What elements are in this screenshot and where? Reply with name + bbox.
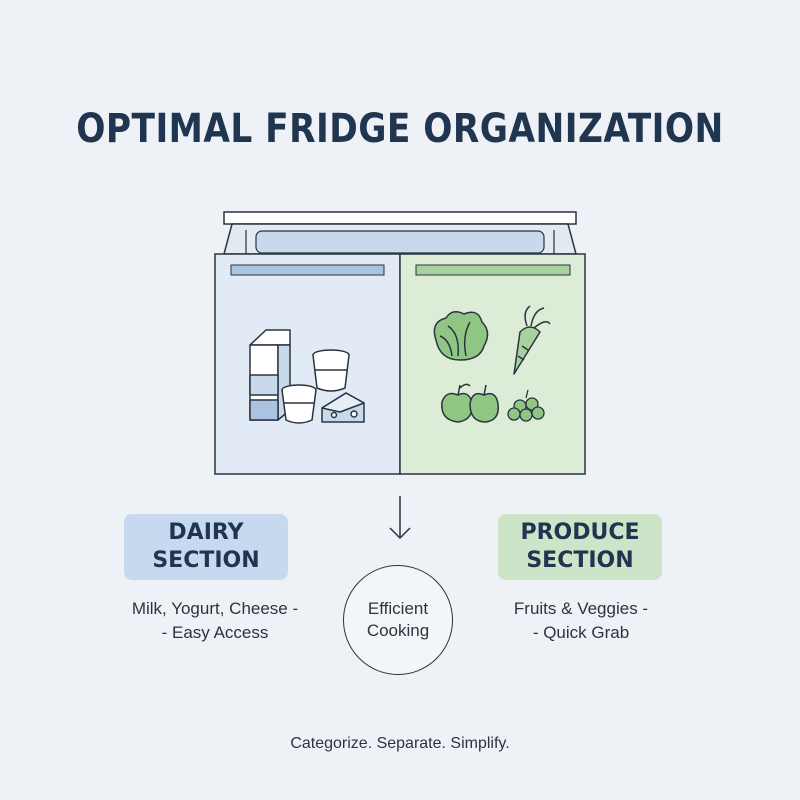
cheese-wedge-icon	[321, 392, 365, 423]
dairy-description: Milk, Yogurt, Cheese - - Easy Access	[85, 597, 345, 645]
produce-section-badge: PRODUCE SECTION	[498, 514, 662, 580]
dairy-shelf-label	[230, 264, 385, 276]
produce-compartment	[399, 253, 586, 475]
produce-section-label-line1: PRODUCE	[520, 520, 640, 545]
dairy-compartment	[214, 253, 401, 475]
dairy-section-label-line1: DAIRY	[168, 520, 244, 545]
page-title: OPTIMAL FRIDGE ORGANIZATION	[76, 106, 724, 152]
produce-shelf-label	[415, 264, 571, 276]
tagline: Categorize. Separate. Simplify.	[290, 735, 510, 752]
lettuce-icon	[433, 311, 489, 361]
yogurt-cup-icon	[281, 349, 350, 424]
produce-section-label-line2: SECTION	[526, 548, 634, 573]
efficient-cooking-circle: Efficient Cooking	[343, 565, 453, 675]
dairy-description-line2: - Easy Access	[161, 623, 269, 642]
dairy-section-badge: DAIRY SECTION	[124, 514, 288, 580]
berries-icon	[507, 389, 545, 422]
carrot-icon	[513, 305, 551, 375]
fridge-lid-window	[255, 230, 545, 254]
center-line2: Cooking	[366, 621, 430, 640]
milk-carton-icon	[249, 329, 291, 421]
apples-icon	[441, 383, 499, 423]
dairy-section-label-line2: SECTION	[152, 548, 260, 573]
produce-description: Fruits & Veggies - - Quick Grab	[451, 597, 711, 645]
arrow-down-icon	[389, 496, 411, 540]
center-line1: Efficient	[367, 599, 429, 618]
produce-description-line2: - Quick Grab	[532, 623, 630, 642]
fridge-top-bar	[223, 211, 577, 225]
dairy-description-line1: Milk, Yogurt, Cheese -	[131, 599, 299, 618]
produce-description-line1: Fruits & Veggies -	[513, 599, 649, 618]
